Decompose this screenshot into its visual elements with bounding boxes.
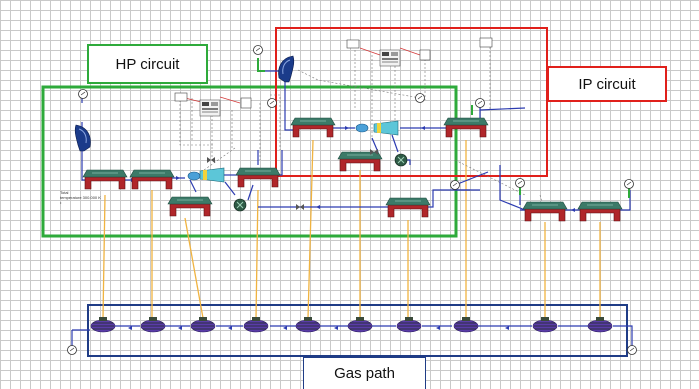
gas-unit-icon <box>533 317 557 332</box>
gauge-icon <box>68 346 77 355</box>
gas-unit-icon <box>348 317 372 332</box>
heat-exchanger-icon <box>338 152 382 171</box>
gas-unit-icon <box>91 317 115 332</box>
heat-exchanger-icon <box>130 170 174 189</box>
heat-exchanger-icon <box>386 198 430 217</box>
heat-exchanger-icon <box>236 168 280 187</box>
mixer-icon <box>188 172 200 180</box>
heat-exchanger-icon <box>168 197 212 216</box>
drum-icon <box>279 56 294 82</box>
hp-circuit-label: HP circuit <box>87 44 208 84</box>
gas-unit-icon <box>296 317 320 332</box>
gas-unit-icon <box>244 317 268 332</box>
gas-path-label: Gas path <box>303 357 426 389</box>
pump-icon <box>234 199 246 211</box>
valve-icon <box>296 204 304 210</box>
drum-icon <box>75 125 90 151</box>
mixer-icon <box>356 124 368 132</box>
gauge-icon <box>516 179 525 188</box>
heat-exchanger-icon <box>578 202 622 221</box>
gauge-icon <box>451 181 460 190</box>
controller-icon <box>380 50 400 66</box>
gauge-icon <box>254 46 263 55</box>
controller-icon <box>200 100 220 116</box>
valve-icon <box>207 157 215 163</box>
heat-exchanger-icon <box>444 118 488 137</box>
heat-exchanger-icon <box>523 202 567 221</box>
pump-icon <box>395 154 407 166</box>
gas-unit-icon <box>141 317 165 332</box>
turbine-icon <box>200 168 224 182</box>
gauge-icon <box>79 90 88 99</box>
gas-unit-icon <box>588 317 612 332</box>
gas-unit-icon <box>191 317 215 332</box>
gas-unit-icon <box>397 317 421 332</box>
gauge-icon <box>625 180 634 189</box>
total-temperature-note: Total temperature 300.000 K • <box>60 190 101 205</box>
gauge-icon <box>268 99 277 108</box>
heat-exchanger-icon <box>83 170 127 189</box>
gauge-icon <box>628 346 637 355</box>
gauge-icon <box>416 94 425 103</box>
ip-circuit-label: IP circuit <box>547 66 667 102</box>
gas-unit-icon <box>454 317 478 332</box>
turbine-icon <box>374 121 398 135</box>
heat-exchanger-icon <box>291 118 335 137</box>
ip-circuit-frame <box>276 28 547 176</box>
gauge-icon <box>476 99 485 108</box>
heat-links <box>103 140 600 318</box>
